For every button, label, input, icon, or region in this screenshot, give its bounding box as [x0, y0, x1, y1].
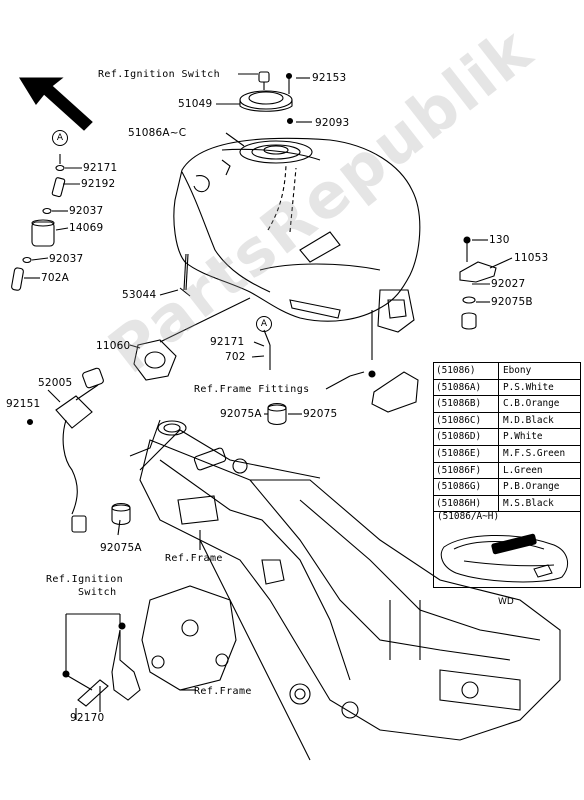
filler-cap-ring	[239, 90, 293, 110]
label-part-51086: 51086A~C	[128, 127, 187, 139]
color-table-code: (51086G)	[434, 479, 499, 495]
ignition-switch-stub	[258, 71, 270, 83]
label-part-92171-top: 92171	[83, 162, 118, 174]
label-part-11053: 11053	[514, 252, 549, 264]
ref-marker-a-mid: A	[256, 316, 272, 332]
label-ref-ignition-line1: Ref.Ignition	[46, 574, 124, 585]
color-table-row: (51086A) P.S.White	[434, 379, 580, 397]
color-table-row: (51086E) M.F.S.Green	[434, 445, 580, 463]
label-ref-frame-low: Ref.Frame	[194, 686, 252, 697]
label-part-92151: 92151	[6, 398, 41, 410]
fuel-tank	[173, 137, 421, 322]
color-table-color-name: Ebony	[503, 365, 532, 376]
label-part-92153: 92153	[312, 72, 347, 84]
label-part-92075: 92075	[303, 408, 338, 420]
color-table-color-name: C.B.Orange	[503, 398, 560, 410]
color-table-row: (51086D) P.White	[434, 429, 580, 446]
front-direction-arrow-icon	[19, 77, 93, 131]
pump-gasket	[133, 339, 177, 381]
color-table-code: (51086F)	[434, 462, 499, 479]
label-part-92170: 92170	[70, 712, 105, 724]
color-table-code: (51086H)	[434, 495, 499, 512]
color-variant-table: (51086) Ebony (51086A) P.S.White (51086B) C.B…	[433, 362, 581, 513]
label-part-14069: 14069	[69, 222, 104, 234]
fuel-pump-damper	[31, 221, 55, 247]
color-table-row: (51086B) C.B.Orange	[434, 396, 580, 413]
color-table-code: (51086B)	[434, 396, 499, 412]
label-part-92075A-low: 92075A	[100, 542, 142, 554]
color-table-color-name: M.S.Black	[503, 497, 554, 509]
label-ref-ignition-line2: Switch	[78, 587, 117, 598]
label-part-51049: 51049	[178, 98, 213, 110]
label-part-702: 702	[225, 351, 246, 363]
color-table-row: (51086) Ebony	[434, 363, 580, 380]
label-ref-frame-mid: Ref.Frame	[165, 553, 223, 564]
fuel-level-sender	[55, 395, 93, 429]
label-part-53044: 53044	[122, 289, 157, 301]
color-table-row: (51086H) M.S.Black	[434, 495, 580, 512]
label-part-702A: 702A	[41, 272, 70, 284]
label-part-92171-mid: 92171	[210, 336, 245, 348]
filler-opening	[239, 140, 313, 164]
label-part-92192: 92192	[81, 178, 116, 190]
ref-marker-a-top: A	[52, 130, 68, 146]
decal-box-title: (51086/A~H)	[437, 511, 500, 522]
color-table-code: (51086)	[434, 363, 499, 379]
color-table-code: (51086E)	[434, 445, 499, 462]
color-table-code: (51086C)	[434, 412, 499, 429]
label-part-92037-b: 92037	[49, 253, 84, 265]
tank-rear-bracket	[377, 289, 415, 333]
color-table-color-name: M.F.S.Green	[503, 447, 566, 459]
color-table-color-name: P.S.White	[503, 381, 554, 393]
color-table-row: (51086G) P.B.Orange	[434, 479, 580, 496]
color-table-color-name: P.White	[503, 431, 543, 443]
steering-head-bracket	[141, 585, 237, 691]
label-part-52005: 52005	[38, 377, 73, 389]
label-part-92037-a: 92037	[69, 205, 104, 217]
decal-box: (51086/A~H)	[433, 509, 581, 588]
color-table-code: (51086A)	[434, 379, 499, 396]
color-table-color-name: M.D.Black	[503, 414, 554, 426]
label-part-92075A: 92075A	[220, 408, 262, 420]
color-table-color-name: L.Green	[503, 464, 543, 476]
color-table-row: (51086F) L.Green	[434, 462, 580, 480]
color-table-row: (51086C) M.D.Black	[434, 412, 580, 430]
label-ref-frame-fittings: Ref.Frame Fittings	[194, 384, 310, 395]
tank-decal-illustration	[440, 533, 569, 583]
label-ref-ignition-switch-top: Ref.Ignition Switch	[98, 69, 220, 80]
label-part-130: 130	[489, 234, 510, 246]
decal-box-caption: WD	[498, 597, 514, 607]
label-part-92027: 92027	[491, 278, 526, 290]
label-part-92075B: 92075B	[491, 296, 533, 308]
color-table-code: (51086D)	[434, 429, 499, 445]
label-part-92093: 92093	[315, 117, 350, 129]
color-table-color-name: P.B.Orange	[503, 481, 560, 493]
label-part-11060: 11060	[96, 340, 131, 352]
rubber-bush-92075	[267, 402, 287, 426]
